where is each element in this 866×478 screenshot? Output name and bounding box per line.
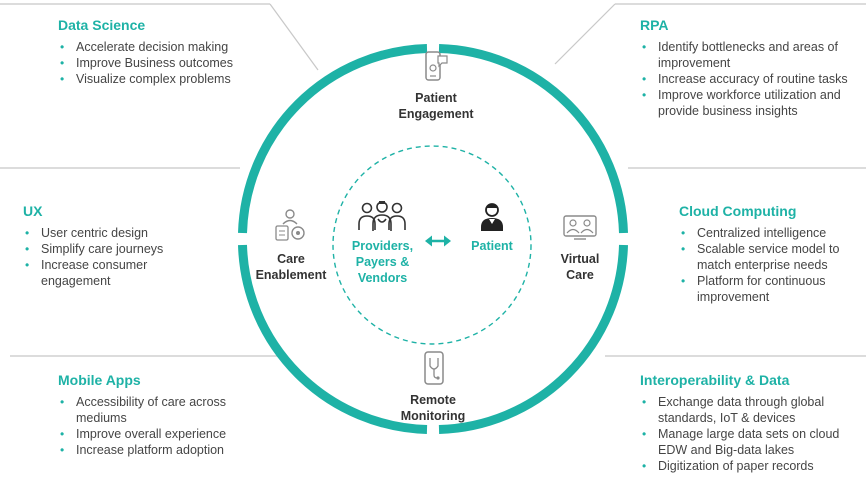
list-item: Increase consumer engagement xyxy=(23,257,181,289)
phone-chat-icon xyxy=(425,51,448,81)
bullet-list: Accelerate decision making Improve Busin… xyxy=(58,39,278,87)
panel-title: Mobile Apps xyxy=(58,372,141,388)
list-item: Increase accuracy of routine tasks xyxy=(640,71,862,87)
list-item: Centralized intelligence xyxy=(679,225,861,241)
double-arrow-icon xyxy=(425,235,451,247)
center-label-line: Payers & xyxy=(355,255,410,269)
center-label-patient: Patient xyxy=(471,239,513,253)
patient-icon xyxy=(481,203,503,231)
node-label-line: Monitoring xyxy=(400,409,466,423)
divider-top-right-diag xyxy=(554,3,616,65)
node-label-virtual-care: Virtual Care xyxy=(545,251,615,283)
bullet-list: User centric design Simplify care journe… xyxy=(23,225,223,289)
list-item: Accessibility of care across mediums xyxy=(58,394,246,426)
list-item: Improve overall experience xyxy=(58,426,258,442)
video-call-icon xyxy=(563,215,597,240)
node-label-line: Enablement xyxy=(255,268,327,282)
list-item: Digitization of paper records xyxy=(640,458,862,474)
care-team-icon xyxy=(275,209,305,241)
node-label-remote-monitoring: Remote Monitoring xyxy=(383,392,483,424)
ring-arc-top-right xyxy=(438,44,628,234)
center-label-line: Vendors xyxy=(357,271,408,285)
list-item: User centric design xyxy=(23,225,223,241)
ring-arc-bottom-left xyxy=(238,244,428,434)
panel-data-science: Data Science Accelerate decision making … xyxy=(58,17,278,87)
panel-title: RPA xyxy=(640,17,669,33)
list-item: Scalable service model to match enterpri… xyxy=(679,241,861,273)
panel-rpa: RPA Identify bottlenecks and areas of im… xyxy=(640,17,862,119)
center-label-line: Providers, xyxy=(351,239,414,253)
list-item: Simplify care journeys xyxy=(23,241,223,257)
panel-mobile-apps: Mobile Apps Accessibility of care across… xyxy=(58,372,258,458)
node-label-line: Remote xyxy=(410,393,456,407)
ring-arc-top-left xyxy=(238,44,428,234)
divider-top-left-diag xyxy=(269,3,319,71)
list-item: Manage large data sets on cloud EDW and … xyxy=(640,426,858,458)
ring-arc-bottom-right xyxy=(438,244,628,434)
panel-title: UX xyxy=(23,203,43,219)
list-item: Increase platform adoption xyxy=(58,442,258,458)
panel-cloud-computing: Cloud Computing Centralized intelligence… xyxy=(679,203,861,305)
bullet-list: Centralized intelligence Scalable servic… xyxy=(679,225,861,305)
bullet-list: Accessibility of care across mediums Imp… xyxy=(58,394,258,458)
list-item: Improve workforce utilization and provid… xyxy=(640,87,862,119)
panel-title: Cloud Computing xyxy=(679,203,797,219)
list-item: Accelerate decision making xyxy=(58,39,278,55)
panel-ux: UX User centric design Simplify care jou… xyxy=(23,203,223,289)
node-label-line: Care xyxy=(277,252,305,266)
node-label-line: Care xyxy=(566,268,594,282)
outer-ring xyxy=(238,44,628,434)
node-label-line: Patient xyxy=(415,91,457,105)
panel-title: Data Science xyxy=(58,17,146,33)
list-item: Platform for continuous improvement xyxy=(679,273,861,305)
node-label-patient-engagement: Patient Engagement xyxy=(386,90,486,122)
bullet-list: Identify bottlenecks and areas of improv… xyxy=(640,39,862,119)
panel-title: Interoperability & Data xyxy=(640,372,790,388)
list-item: Exchange data through global standards, … xyxy=(640,394,853,426)
node-label-care-enablement: Care Enablement xyxy=(246,251,336,283)
panel-interoperability-data: Interoperability & Data Exchange data th… xyxy=(640,372,862,474)
divider-lines xyxy=(0,3,866,357)
node-label-line: Virtual xyxy=(560,252,600,266)
list-item: Improve Business outcomes xyxy=(58,55,278,71)
inner-dashed-circle xyxy=(332,145,532,345)
providers-group-icon xyxy=(358,201,406,231)
bullet-list: Exchange data through global standards, … xyxy=(640,394,862,474)
list-item: Identify bottlenecks and areas of improv… xyxy=(640,39,862,71)
node-label-line: Engagement xyxy=(398,107,474,121)
list-item: Visualize complex problems xyxy=(58,71,278,87)
center-label-providers: Providers, Payers & Vendors xyxy=(345,238,420,286)
stethoscope-phone-icon xyxy=(424,351,444,385)
